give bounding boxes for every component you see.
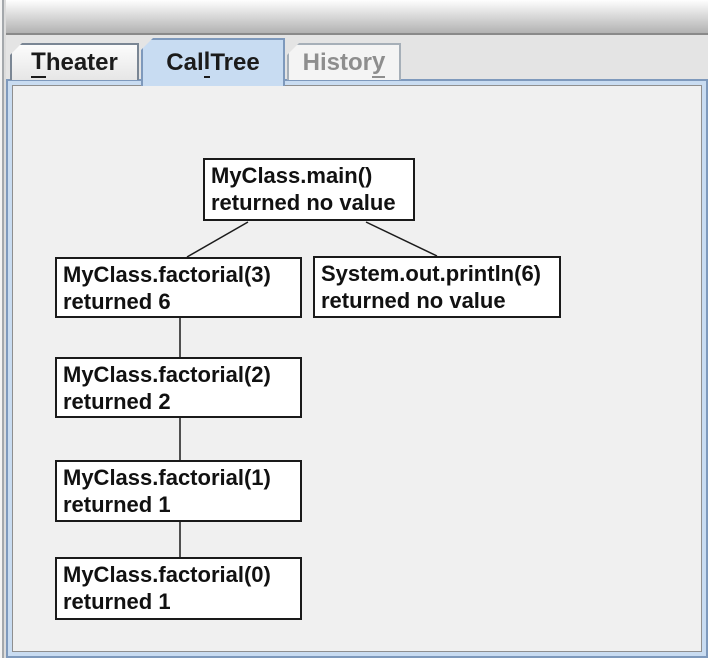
window-left-edge-inner bbox=[4, 0, 6, 658]
tab-call-tree-mnemonic: l bbox=[203, 48, 211, 78]
tab-theater-label-post: heater bbox=[45, 48, 118, 76]
call-tree-node-factorial-0: MyClass.factorial(0) returned 1 bbox=[55, 557, 302, 620]
tab-call-tree-label-post: Tree bbox=[210, 49, 260, 76]
tab-call-tree-label-pre: Cal bbox=[166, 49, 204, 76]
node-title: MyClass.factorial(3) bbox=[63, 262, 271, 287]
node-result: returned no value bbox=[321, 288, 506, 313]
tab-history-mnemonic: y bbox=[371, 48, 386, 78]
call-tree-node-factorial-1: MyClass.factorial(1) returned 1 bbox=[55, 460, 302, 522]
node-result: returned no value bbox=[211, 190, 396, 215]
node-result: returned 2 bbox=[63, 389, 171, 414]
call-tree-node-println-6: System.out.println(6) returned no value bbox=[313, 256, 561, 318]
node-title: MyClass.factorial(1) bbox=[63, 465, 271, 490]
tab-theater-mnemonic: T bbox=[31, 48, 46, 78]
node-result: returned 1 bbox=[63, 492, 171, 517]
node-title: MyClass.factorial(0) bbox=[63, 562, 271, 587]
tab-history-label-pre: Histor bbox=[302, 48, 372, 76]
node-title: MyClass.main() bbox=[211, 163, 373, 188]
call-tree-node-factorial-3: MyClass.factorial(3) returned 6 bbox=[55, 257, 302, 318]
call-tree-node-factorial-2: MyClass.factorial(2) returned 2 bbox=[55, 357, 302, 418]
node-result: returned 6 bbox=[63, 289, 171, 314]
node-title: System.out.println(6) bbox=[321, 261, 542, 286]
node-title: MyClass.factorial(2) bbox=[63, 362, 271, 387]
window-left-edge-line bbox=[2, 0, 4, 658]
toolbar-bottom-edge bbox=[0, 0, 708, 35]
node-result: returned 1 bbox=[63, 589, 171, 614]
call-tree-node-main: MyClass.main() returned no value bbox=[203, 158, 415, 221]
window-left-edge bbox=[0, 0, 2, 658]
